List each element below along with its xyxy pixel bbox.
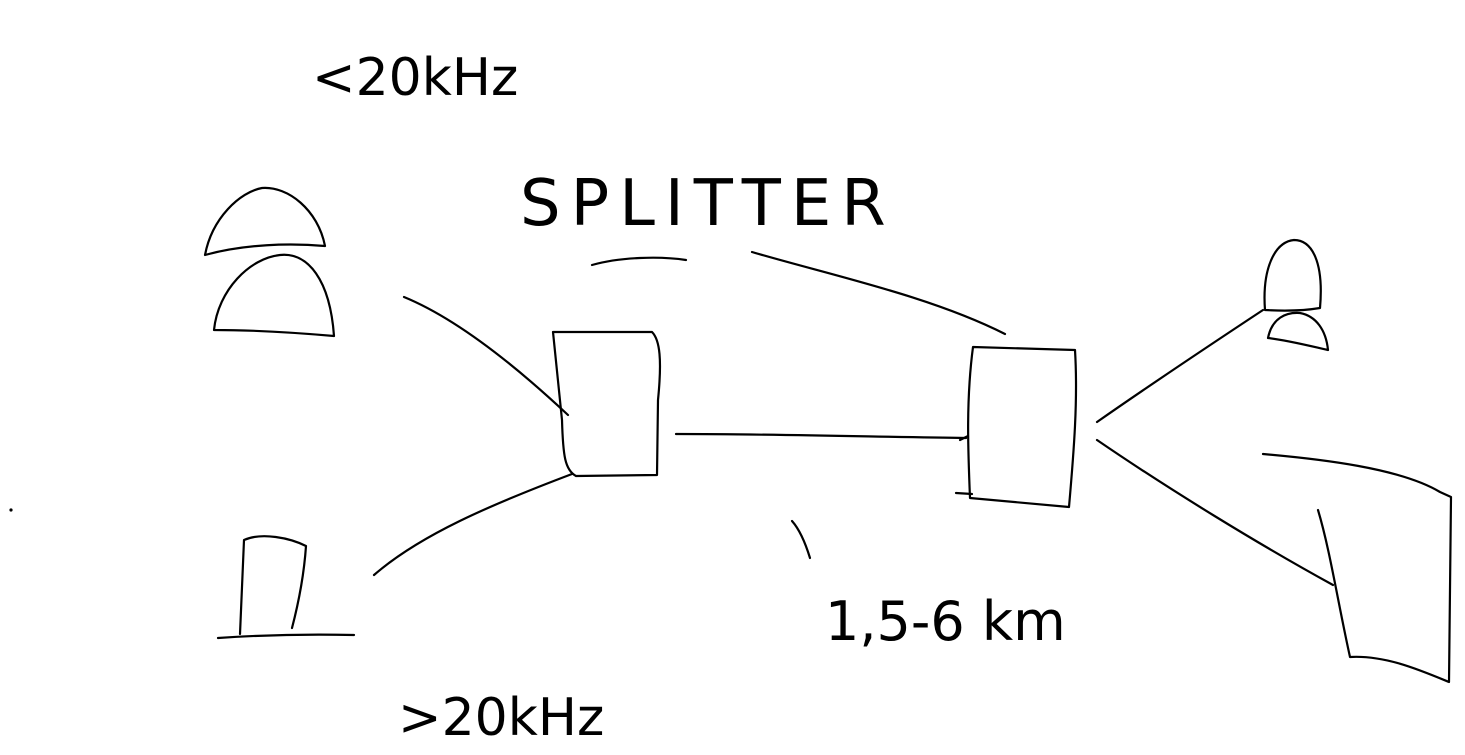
fax-to-splitter-line	[372, 472, 574, 577]
central-office-splitter-box	[967, 345, 1078, 509]
distance-label: 1,5-6 km	[825, 590, 1066, 653]
stray-dot	[9, 508, 13, 512]
fax-icon	[216, 535, 356, 640]
central-office-box-tick	[954, 491, 974, 496]
distance-pointer	[790, 519, 812, 560]
splitter-pointer-left	[590, 256, 688, 267]
telephone-icon	[203, 186, 336, 338]
subscriber-line	[674, 432, 968, 440]
splitter-to-modem-line	[1095, 438, 1335, 587]
high-frequency-label: >20kHz	[398, 688, 604, 748]
phone-to-splitter-line	[402, 295, 570, 417]
splitter-pointer-right	[750, 250, 1007, 336]
low-frequency-label: <20kHz	[312, 48, 518, 108]
user-icon	[1263, 238, 1330, 352]
splitter-to-user-line	[1095, 308, 1265, 424]
splitter-box	[551, 330, 662, 478]
splitter-label: SPLITTER	[520, 167, 896, 241]
modem-icon	[1261, 452, 1453, 684]
